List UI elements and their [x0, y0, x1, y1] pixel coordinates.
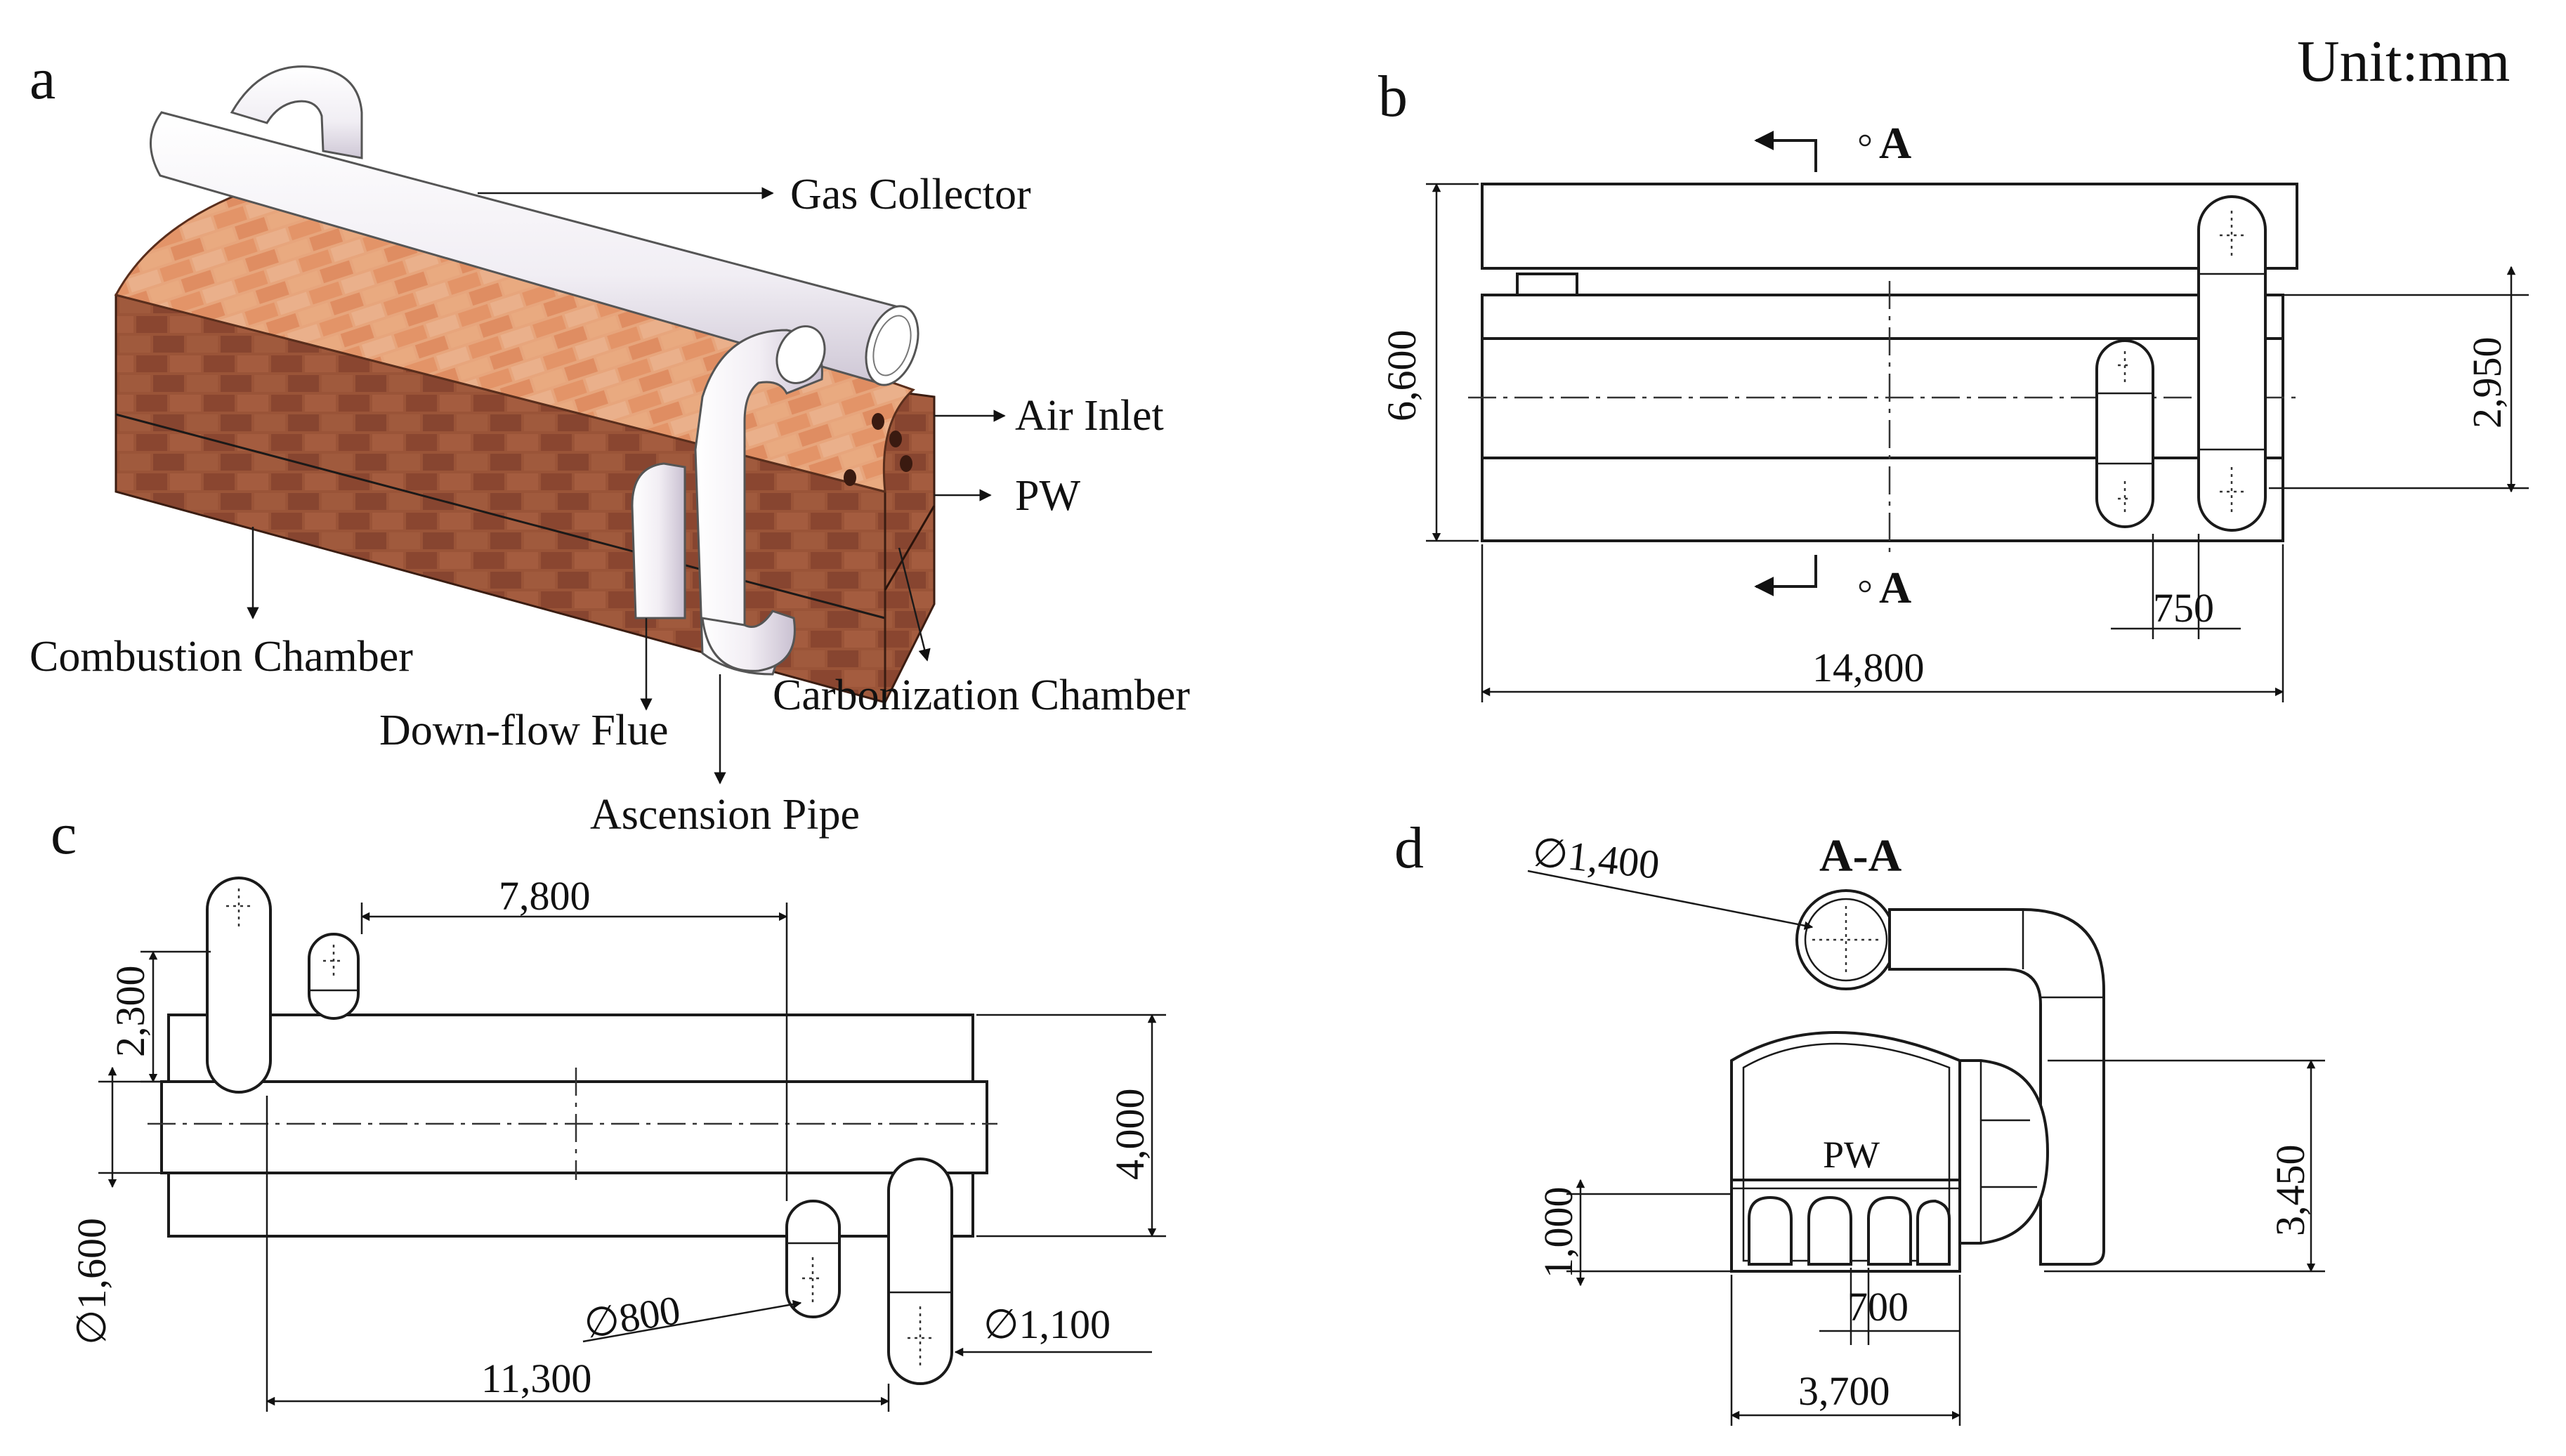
- air-inlet-hole: [889, 431, 902, 447]
- gas-collector-return-pipe: [230, 65, 363, 159]
- d-ascension-pipe: [1958, 1059, 2050, 1245]
- down-flow-flue-pipe: [631, 462, 686, 619]
- panel-c: c 7,800 2,300: [51, 801, 1166, 1412]
- d-flue: [1916, 1199, 1951, 1266]
- b-bracket: [1516, 273, 1578, 296]
- dim-d-height: 3,450: [2267, 1145, 2313, 1237]
- ascension-pipe: [694, 329, 823, 676]
- c-tall-pipe: [206, 877, 272, 1094]
- dim-b-pipe-height: 2,950: [2464, 337, 2510, 429]
- gas-collector-pipe: [150, 111, 908, 384]
- section-mark-bottom: A: [1879, 563, 1911, 612]
- label-pw: PW: [1015, 472, 1080, 520]
- panel-b-letter: b: [1378, 64, 1408, 129]
- label-carbonization-chamber: Carbonization Chamber: [773, 671, 1190, 719]
- section-title: A-A: [1819, 830, 1902, 881]
- unit-label: Unit:mm: [2297, 29, 2510, 94]
- d-gas-collector: [1795, 889, 1897, 990]
- b-gas-collector: [1481, 183, 2298, 270]
- dim-b-length: 14,800: [1812, 645, 1925, 690]
- dim-c-pipe-rise: 2,300: [107, 966, 153, 1058]
- panel-c-letter: c: [51, 801, 77, 867]
- d-pw-label: PW: [1823, 1134, 1880, 1176]
- dim-d-flue-width: 700: [1847, 1284, 1909, 1330]
- dim-c-pipe-dia-left: ∅1,600: [69, 1218, 114, 1345]
- c-collector-band: [160, 1080, 988, 1174]
- gas-collector-end: [865, 305, 919, 386]
- dim-d-flue-height: 1,000: [1536, 1187, 1581, 1279]
- c-small-pipe: [308, 933, 360, 1020]
- b-tall-pipe: [2197, 195, 2267, 532]
- d-flue: [1867, 1195, 1912, 1266]
- c-down-pipe-large: [887, 1157, 953, 1385]
- section-mark-top: A: [1879, 118, 1911, 168]
- label-combustion-chamber: Combustion Chamber: [30, 633, 413, 681]
- dim-d-width: 3,700: [1798, 1368, 1890, 1414]
- dim-d-collector-dia: ∅1,400: [1531, 829, 1662, 888]
- air-inlet-hole: [872, 413, 884, 430]
- panel-d: d A-A PW ∅1,400 3,450: [1394, 815, 2325, 1426]
- air-inlet-hole: [900, 455, 912, 472]
- label-gas-collector: Gas Collector: [790, 171, 1031, 218]
- dim-c-length: 11,300: [481, 1356, 591, 1401]
- panel-a: a Gas Collector Air Inlet PW: [30, 46, 1190, 839]
- dim-b-height: 6,600: [1379, 330, 1425, 422]
- b-oven-body: [1481, 294, 2284, 542]
- d-flue: [1807, 1195, 1852, 1266]
- air-inlet-hole: [844, 469, 856, 486]
- dim-c-pipe-dia-small: ∅800: [581, 1287, 683, 1347]
- panel-b: b A A 6,6: [1378, 64, 2529, 702]
- b-small-pipe: [2095, 339, 2154, 528]
- panel-d-letter: d: [1394, 815, 1424, 881]
- dim-b-pipe-width: 750: [2153, 585, 2214, 631]
- dim-c-height: 4,000: [1107, 1089, 1153, 1181]
- label-ascension-pipe: Ascension Pipe: [590, 791, 860, 839]
- dim-c-pipe-dia-right: ∅1,100: [983, 1301, 1111, 1347]
- panel-a-letter: a: [30, 46, 55, 112]
- label-down-flow-flue: Down-flow Flue: [379, 707, 669, 754]
- d-flue: [1748, 1195, 1793, 1266]
- dim-c-spacing: 7,800: [499, 873, 591, 919]
- label-air-inlet: Air Inlet: [1015, 392, 1164, 440]
